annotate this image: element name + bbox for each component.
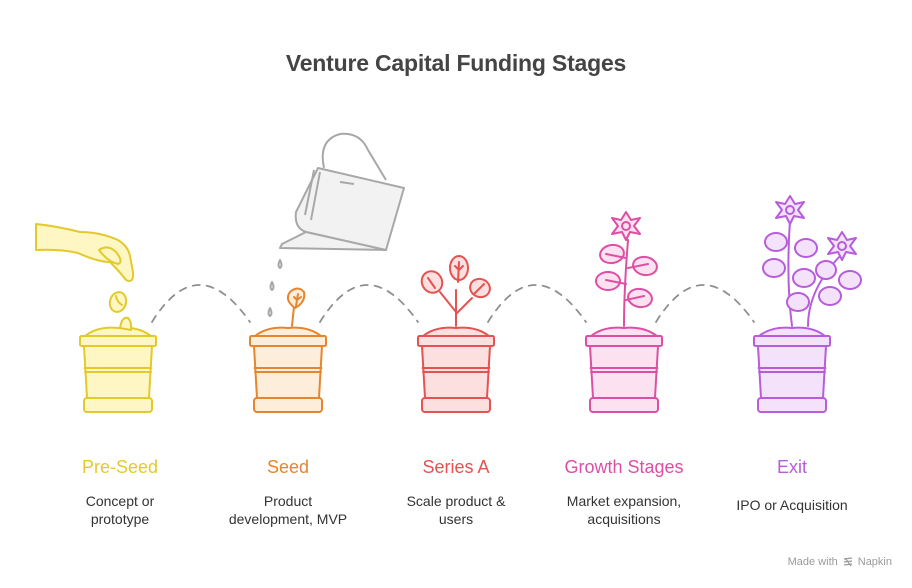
desc-line: users [438,511,474,527]
stage-desc-series-a: Scale product & users [371,492,541,528]
footer-attribution: Made with Napkin [788,556,892,568]
diagram-title: Venture Capital Funding Stages [285,50,627,76]
connector-arcs [151,284,755,323]
made-with-text: Made with [787,556,838,568]
desc-line: Concept or [85,493,155,509]
stage-desc-growth: Market expansion, acquisitions [539,492,709,528]
desc-line: acquisitions [587,511,661,527]
watering-can-icon [267,132,405,317]
desc-line: development, MVP [228,511,348,527]
hand-dropping-seeds-icon [35,223,157,413]
stage-label-series-a: Series A [422,457,490,477]
sprout-pot-icon [249,287,327,413]
two-flower-plant-icon [753,195,862,413]
flowering-plant-icon [585,211,663,413]
napkin-logo-icon [843,557,852,567]
desc-line: Market expansion, [566,493,682,509]
three-leaf-plant-icon [417,255,495,413]
napkin-brand-text: Napkin [857,556,892,568]
stage-desc-seed: Product development, MVP [203,492,373,528]
desc-line: IPO or Acquisition [736,497,848,513]
desc-line: Scale product & [406,493,506,509]
stage-label-exit: Exit [776,457,807,477]
stage-label-growth: Growth Stages [564,457,684,477]
stage-desc-exit: IPO or Acquisition [707,496,877,514]
stage-label-seed: Seed [266,457,310,477]
stage-label-pre-seed: Pre-Seed [81,457,159,477]
desc-line: Product [263,493,313,509]
desc-line: prototype [90,511,150,527]
stage-desc-pre-seed: Concept or prototype [35,492,205,528]
